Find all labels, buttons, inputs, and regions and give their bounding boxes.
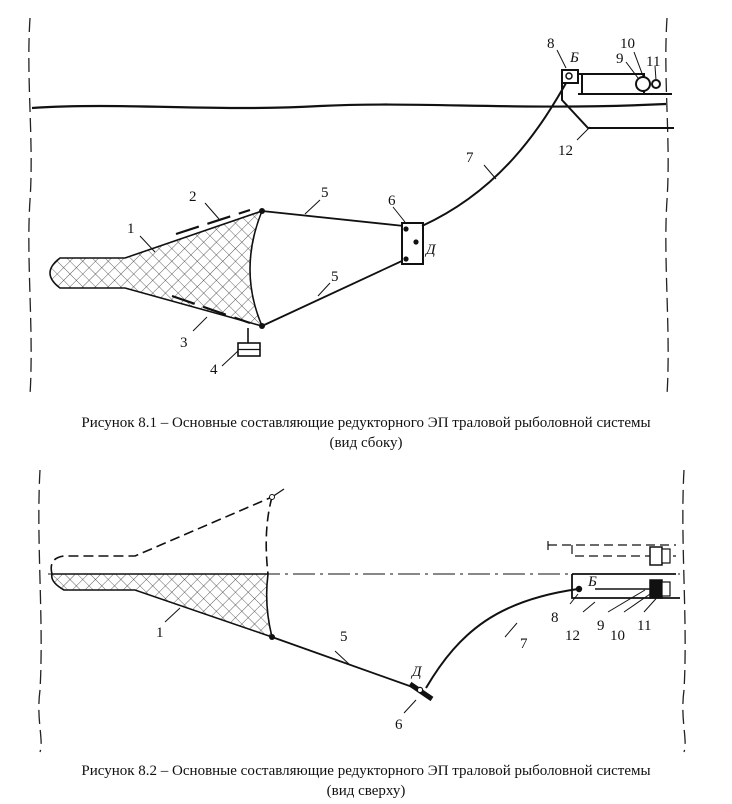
bridle-node-top xyxy=(259,208,265,214)
left-break-line-2 xyxy=(38,469,42,753)
label-12: 12 xyxy=(558,143,573,159)
label-d-top: Д xyxy=(410,664,423,680)
vessel-hull xyxy=(561,70,674,129)
left-break-line xyxy=(28,17,32,396)
upper-wing-node xyxy=(269,494,275,500)
otter-board-node-top xyxy=(403,226,409,232)
ballast-line xyxy=(171,294,251,325)
label-12-top: 12 xyxy=(565,628,580,644)
winch-lower xyxy=(649,579,663,599)
label-11-top: 11 xyxy=(637,618,651,634)
net-upper-dashed xyxy=(50,496,273,575)
label-1: 1 xyxy=(127,221,135,237)
winch-drum xyxy=(635,76,651,92)
label-5-top: 5 xyxy=(340,629,348,645)
leader-lines-2 xyxy=(164,589,663,714)
figure2-caption-line2: (вид сверху) xyxy=(326,783,406,799)
warp-cable-top xyxy=(425,588,579,689)
block-b-top xyxy=(575,585,583,593)
figure-side-view: 1 2 3 4 5 5 6 Д 7 8 Б 9 10 11 12 xyxy=(28,17,674,396)
warp-cable xyxy=(421,75,571,227)
label-b-top: Б xyxy=(587,574,597,590)
label-3: 3 xyxy=(180,335,188,351)
net-lower-half xyxy=(50,573,274,639)
motor-reducer xyxy=(651,79,661,89)
block-b-pulley xyxy=(565,72,573,80)
label-10: 10 xyxy=(620,36,635,52)
label-2: 2 xyxy=(189,189,197,205)
label-6-top: 6 xyxy=(395,717,403,733)
bridle-top xyxy=(271,636,419,690)
label-9-top: 9 xyxy=(597,618,605,634)
otter-board-node xyxy=(416,686,424,694)
figure2-caption-line1: Рисунок 8.2 – Основные составляющие реду… xyxy=(81,763,651,779)
bridle-node-bottom xyxy=(259,323,265,329)
vessel-hidden-outline xyxy=(547,541,676,557)
float-line xyxy=(175,208,251,236)
label-1-top: 1 xyxy=(156,625,164,641)
winch-upper xyxy=(649,546,663,566)
label-7-top: 7 xyxy=(520,636,528,652)
label-10-top: 10 xyxy=(610,628,625,644)
otter-board xyxy=(401,222,424,265)
trawl-net xyxy=(49,209,264,328)
label-8-top: 8 xyxy=(551,610,559,626)
otter-board-node-bottom xyxy=(403,256,409,262)
figure1-caption: Рисунок 8.1 – Основные составляющие реду… xyxy=(0,413,732,453)
right-break-line xyxy=(665,17,669,396)
winch-housing xyxy=(581,73,645,95)
leader-lines xyxy=(139,49,657,367)
label-6: 6 xyxy=(388,193,396,209)
label-5-lower: 5 xyxy=(331,269,339,285)
figure2-caption: Рисунок 8.2 – Основные составляющие реду… xyxy=(0,761,732,801)
figure1-caption-line1: Рисунок 8.1 – Основные составляющие реду… xyxy=(81,415,651,431)
figure1-caption-line2: (вид сбоку) xyxy=(329,435,403,451)
label-b: Б xyxy=(569,50,579,66)
figure-top-view: 1 5 Д 6 7 Б 8 12 9 10 11 xyxy=(38,469,686,753)
label-5-upper: 5 xyxy=(321,185,329,201)
label-7: 7 xyxy=(466,150,474,166)
upper-bridle xyxy=(261,210,405,227)
otter-board-node-mid xyxy=(413,239,419,245)
winch-lower-box xyxy=(661,581,671,597)
lower-bridle xyxy=(261,259,405,327)
label-4: 4 xyxy=(210,362,218,378)
label-8: 8 xyxy=(547,36,555,52)
winch-upper-box xyxy=(661,548,671,564)
label-11: 11 xyxy=(646,54,660,70)
label-9: 9 xyxy=(616,51,624,67)
label-d: Д xyxy=(424,242,437,258)
water-surface xyxy=(31,102,667,110)
right-break-line-2 xyxy=(682,469,686,753)
